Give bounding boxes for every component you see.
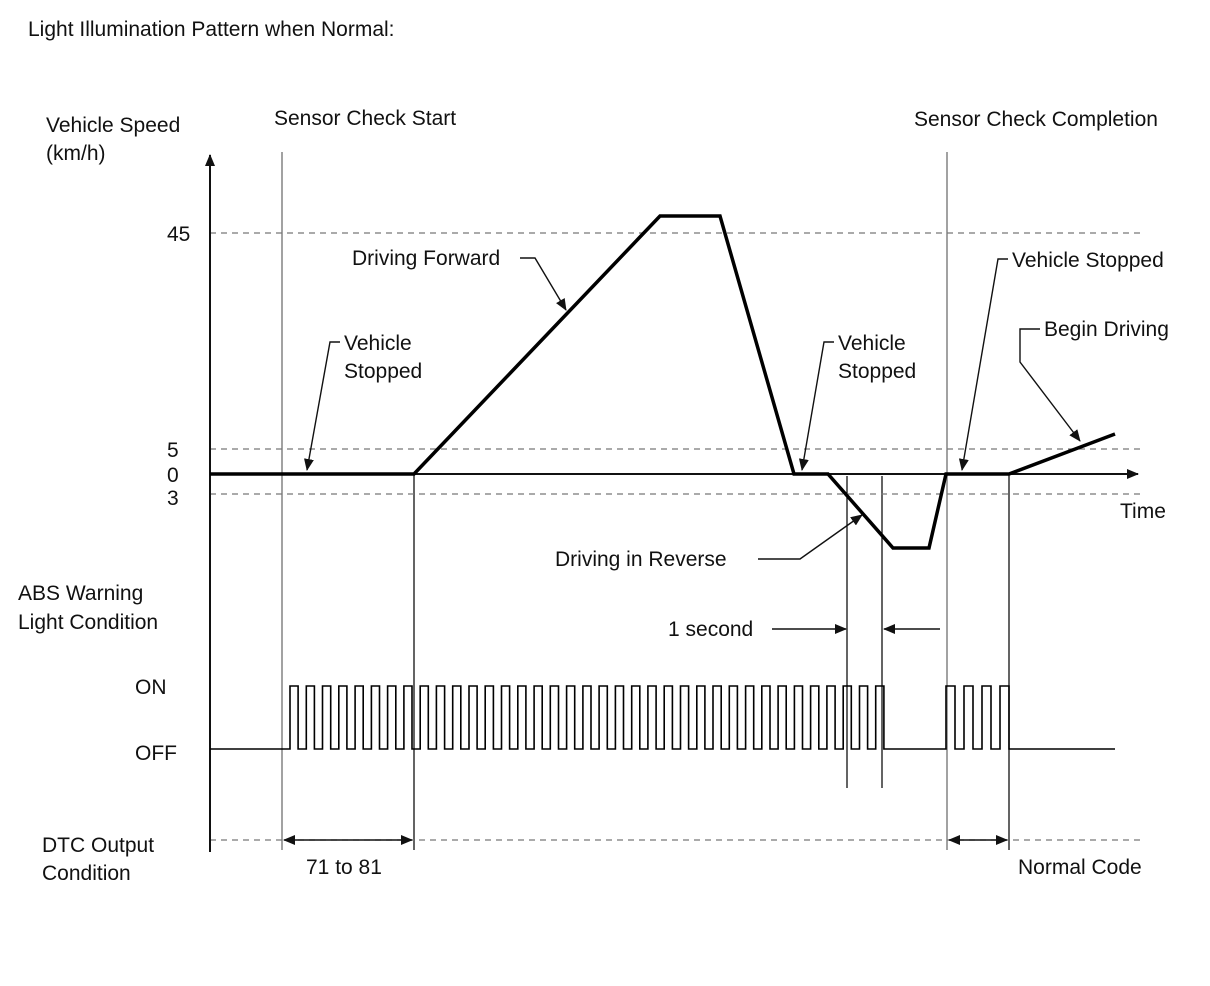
- vehicle-speed-trace: [210, 214, 1116, 550]
- dtc-normal-label: Normal Code: [1018, 856, 1142, 879]
- speed-axis-label-line2: (km/h): [46, 142, 106, 165]
- diagram-title: Light Illumination Pattern when Normal:: [28, 18, 395, 41]
- stopped-2-label-line2: Stopped: [838, 360, 916, 383]
- abs-warning-light-pulse-train: [210, 685, 1115, 750]
- driving-reverse-label: Driving in Reverse: [555, 548, 727, 571]
- speed-tick-3: 3: [167, 487, 179, 510]
- sensor-check-completion-label: Sensor Check Completion: [914, 108, 1158, 131]
- stopped-3-label: Vehicle Stopped: [1012, 249, 1164, 272]
- speed-axis-label-line1: Vehicle Speed: [46, 114, 180, 137]
- sensor-check-start-label: Sensor Check Start: [274, 107, 456, 130]
- stopped-2-label-line1: Vehicle: [838, 332, 906, 355]
- one-second-label: 1 second: [668, 618, 753, 641]
- begin-driving-leader: [1019, 328, 1081, 442]
- stopped-1-leader: [304, 341, 340, 471]
- stopped-2-leader: [798, 341, 834, 471]
- dtc-label-line1: DTC Output: [42, 834, 154, 857]
- dtc-label-line2: Condition: [42, 862, 131, 885]
- driving-reverse-leader: [758, 514, 863, 560]
- driving-forward-leader: [520, 257, 567, 311]
- time-axis-label: Time: [1120, 500, 1166, 523]
- abs-off-label: OFF: [135, 742, 177, 765]
- driving-forward-label: Driving Forward: [352, 247, 500, 270]
- stopped-1-label-line1: Vehicle: [344, 332, 412, 355]
- abs-label-line1: ABS Warning: [18, 582, 143, 605]
- dtc-range-label: 71 to 81: [306, 856, 382, 879]
- stopped-3-leader: [958, 258, 1008, 471]
- abs-label-line2: Light Condition: [18, 611, 158, 634]
- begin-driving-label: Begin Driving: [1044, 318, 1169, 341]
- stopped-1-label-line2: Stopped: [344, 360, 422, 383]
- abs-on-label: ON: [135, 676, 167, 699]
- speed-tick-0: 0: [167, 464, 179, 487]
- speed-tick-45: 45: [167, 223, 190, 246]
- speed-tick-5: 5: [167, 439, 179, 462]
